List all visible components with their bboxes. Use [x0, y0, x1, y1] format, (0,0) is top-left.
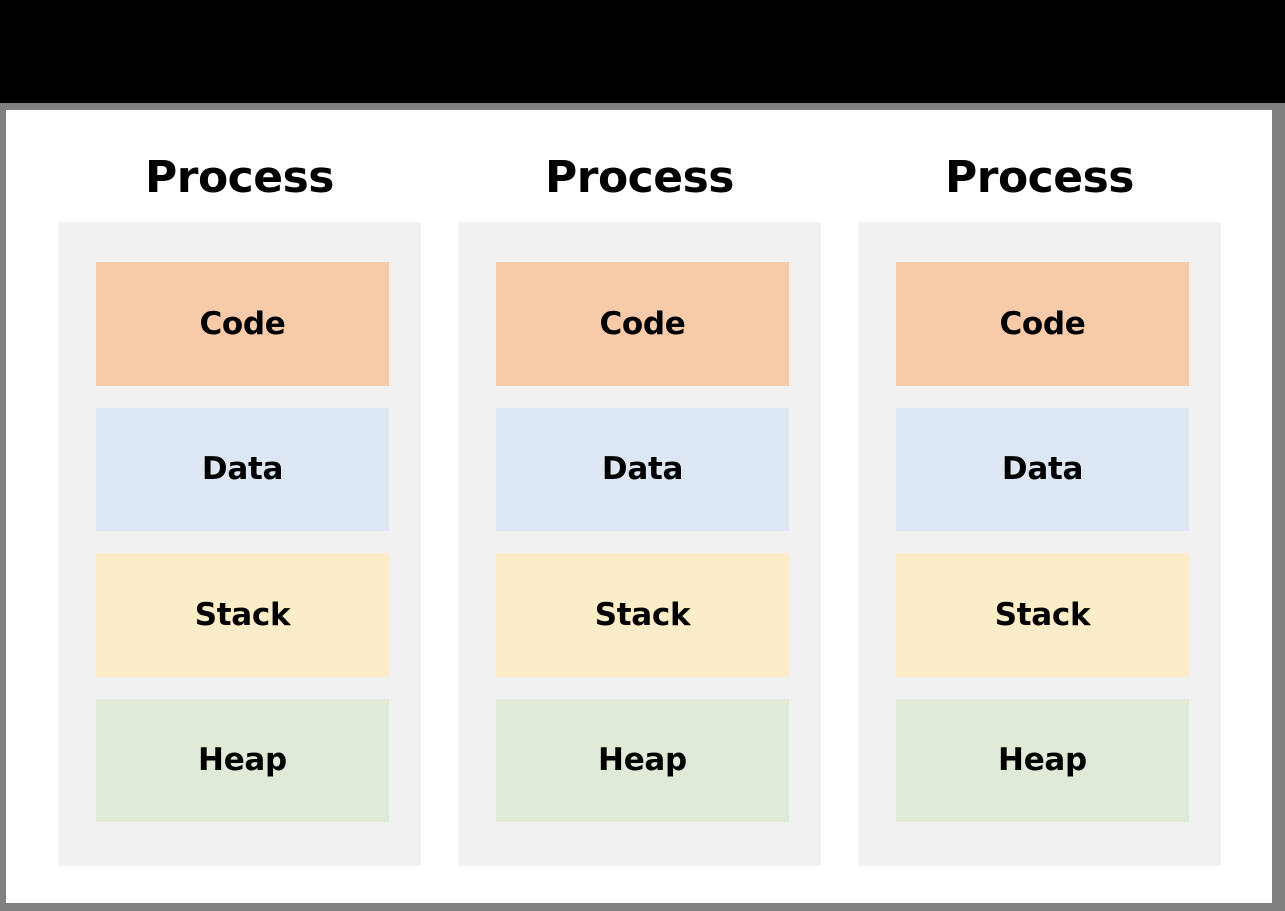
process-column-3: Process Code Data Stack Heap	[858, 110, 1221, 866]
process-memory-panel-1: Code Data Stack Heap	[58, 222, 421, 866]
segment-label-heap-3: Heap	[998, 742, 1087, 779]
segment-label-stack-1: Stack	[194, 596, 291, 633]
segment-stack-2: Stack	[496, 553, 789, 677]
segment-label-data-3: Data	[1001, 451, 1084, 488]
segment-code-2: Code	[496, 262, 789, 386]
process-memory-panel-2: Code Data Stack Heap	[458, 222, 821, 866]
process-column-1: Process Code Data Stack Heap	[58, 110, 421, 866]
segment-label-heap-2: Heap	[598, 742, 687, 779]
segment-label-stack-3: Stack	[994, 596, 1091, 633]
segment-heap-3: Heap	[896, 698, 1189, 822]
process-memory-panel-3: Code Data Stack Heap	[858, 222, 1221, 866]
process-title-2: Process	[545, 152, 734, 203]
segment-stack-1: Stack	[96, 553, 389, 677]
slide-canvas: Process Code Data Stack Heap	[6, 110, 1272, 903]
segment-stack-3: Stack	[896, 553, 1189, 677]
segment-label-code-2: Code	[599, 305, 686, 342]
process-diagram: Process Code Data Stack Heap	[6, 110, 1272, 903]
segment-label-code-3: Code	[999, 305, 1086, 342]
segment-data-3: Data	[896, 407, 1189, 531]
segment-code-3: Code	[896, 262, 1189, 386]
segment-data-1: Data	[96, 407, 389, 531]
segment-label-data-1: Data	[201, 451, 284, 488]
segment-label-code-1: Code	[199, 305, 286, 342]
segment-heap-2: Heap	[496, 698, 789, 822]
process-title-1: Process	[145, 152, 334, 203]
segment-label-heap-1: Heap	[198, 742, 287, 779]
segment-label-data-2: Data	[601, 451, 684, 488]
segment-label-stack-2: Stack	[594, 596, 691, 633]
segment-code-1: Code	[96, 262, 389, 386]
segment-data-2: Data	[496, 407, 789, 531]
process-title-3: Process	[945, 152, 1134, 203]
segment-heap-1: Heap	[96, 698, 389, 822]
process-column-2: Process Code Data Stack Heap	[458, 110, 821, 866]
top-black-bar	[0, 0, 1285, 103]
